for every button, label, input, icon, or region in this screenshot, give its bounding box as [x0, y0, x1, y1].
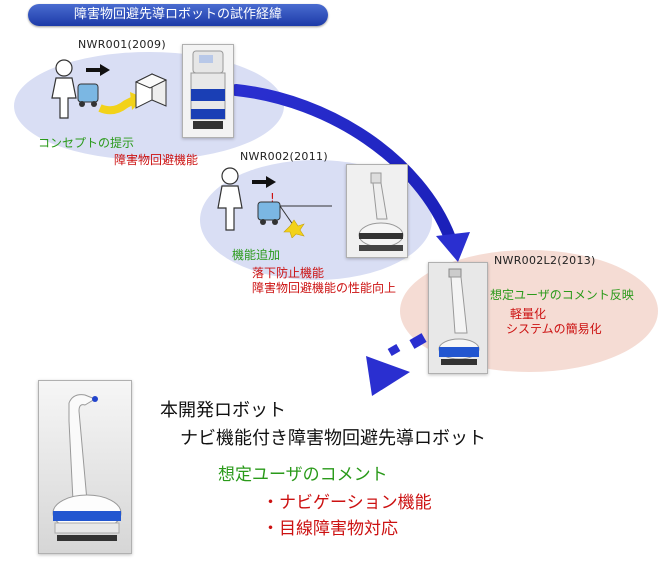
stage1-illustration: [51, 59, 168, 119]
progress-arrow-shaft: [230, 84, 456, 244]
stage1-concept-label: コンセプトの提示: [38, 136, 135, 150]
stage3-reflect-label: 想定ユーザのコメント反映: [490, 288, 634, 302]
final-comment-heading: 想定ユーザのコメント: [218, 465, 388, 485]
stage3-model-label: NWR002L2(2013): [494, 254, 596, 267]
stage2-model-label: NWR002(2011): [240, 150, 328, 163]
stage2-illustration: !: [217, 167, 332, 238]
final-bullet-2: ・目線障害物対応: [262, 519, 398, 539]
stage1-model-label: NWR001(2009): [78, 38, 166, 51]
final-heading: 本開発ロボット: [160, 400, 286, 421]
final-robot-photo: [38, 380, 132, 554]
stage3-feature-2: システムの簡易化: [506, 322, 602, 336]
stage1-feature-label: 障害物回避機能: [114, 153, 199, 167]
final-arrow-head: [366, 356, 410, 396]
arrow-dash: [387, 344, 401, 356]
svg-text:!: !: [270, 191, 275, 205]
stage3-robot-photo: [428, 262, 488, 374]
progress-arrow-head: [436, 232, 470, 262]
final-robot-name: ナビ機能付き障害物回避先導ロボット: [180, 428, 486, 449]
stage2-robot-photo: [346, 164, 408, 258]
arrow-dash: [409, 333, 427, 349]
stage1-robot-photo: [182, 44, 234, 138]
stage2-feature-1: 落下防止機能: [252, 266, 325, 280]
page-title: 障害物回避先導ロボットの試作経緯: [28, 4, 328, 26]
stage2-added-label: 機能追加: [232, 248, 281, 262]
final-bullet-1: ・ナビゲーション機能: [262, 493, 432, 513]
stage3-feature-1: 軽量化: [510, 307, 547, 321]
stage2-feature-2: 障害物回避機能の性能向上: [252, 281, 397, 295]
